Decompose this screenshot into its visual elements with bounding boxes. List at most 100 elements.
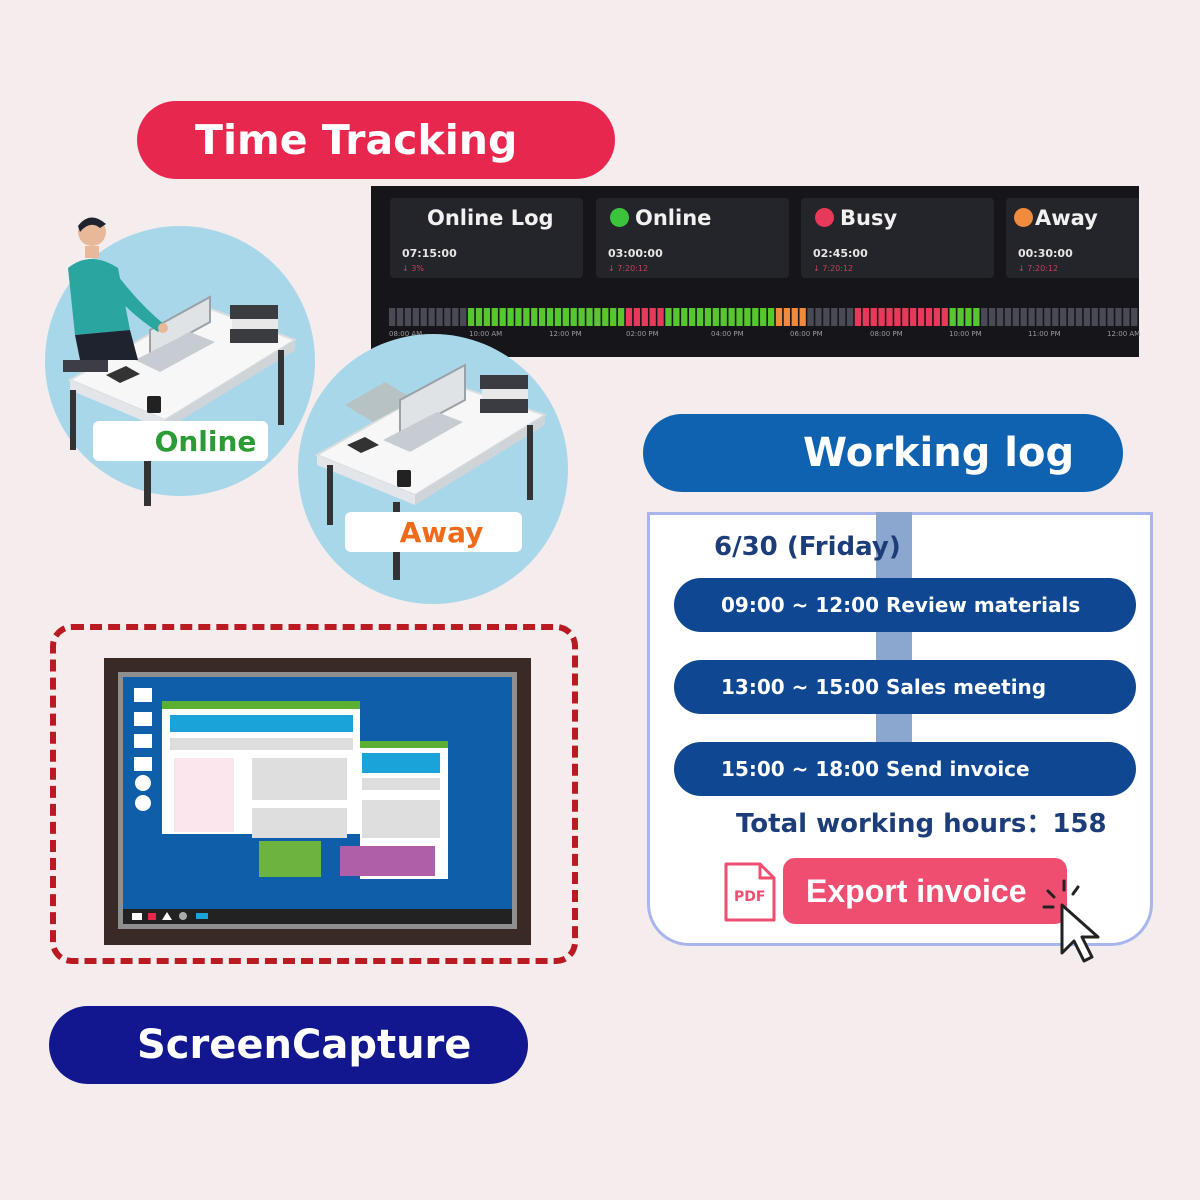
timeline-segment	[657, 308, 664, 326]
log-entry: 13:00 ~ 15:00 Sales meeting	[674, 660, 1136, 714]
timeline-segment	[483, 308, 491, 326]
card-change: ↓ 7:20:12	[813, 264, 854, 273]
timeline-segment	[736, 308, 743, 326]
time-label: 12:00 AM	[1107, 330, 1141, 338]
card-title: Online	[635, 206, 712, 230]
timeline-segment	[783, 308, 791, 326]
card-title-row: Away	[1014, 206, 1098, 230]
timeline-segment	[1123, 308, 1130, 326]
away-status-label: Away	[345, 512, 522, 552]
timeline-segment	[902, 308, 909, 326]
timeline-segment	[1107, 308, 1114, 326]
export-invoice-button[interactable]: Export invoice	[783, 858, 1067, 924]
timeline-segment	[878, 308, 885, 326]
timeline-segment	[1060, 308, 1067, 326]
timeline-segment	[546, 308, 554, 326]
log-entry-label: 09:00 ~ 12:00 Review materials	[721, 593, 1081, 617]
timeline-segment	[602, 308, 609, 326]
timeline-segment	[1091, 308, 1098, 326]
pdf-file-icon	[724, 862, 776, 922]
timeline-segment	[1099, 308, 1106, 326]
card-busy: Busy 02:45:00 ↓ 7:20:12	[801, 198, 994, 278]
timeline-segment	[681, 308, 688, 326]
timeline-segment	[791, 308, 798, 326]
card-time: 03:00:00	[608, 247, 663, 260]
timeline-segment	[1036, 308, 1043, 326]
timeline-segment	[586, 308, 593, 326]
timeline-segment	[389, 308, 396, 326]
log-entry: 15:00 ~ 18:00 Send invoice	[674, 742, 1136, 796]
timeline-segment	[917, 308, 925, 326]
card-title-row: Online	[610, 206, 711, 230]
screen-capture-title-text: ScreenCapture	[137, 1022, 472, 1068]
log-entry-label: 15:00 ~ 18:00 Send invoice	[721, 757, 1030, 781]
timeline-segment	[539, 308, 546, 326]
time-label: 10:00 AM	[469, 330, 503, 338]
timeline-segment	[846, 308, 854, 326]
timeline-segment	[404, 308, 412, 326]
timeline-segment	[562, 308, 569, 326]
busy-status-dot-icon	[815, 208, 834, 227]
timeline-segment	[396, 308, 404, 326]
time-label: 08:00 AM	[389, 330, 423, 338]
card-online-log: Online Log 07:15:00 ↓ 3%	[390, 198, 583, 278]
log-entry-label: 13:00 ~ 15:00 Sales meeting	[721, 675, 1047, 699]
timeline-segment	[617, 308, 625, 326]
online-status-label: Online	[93, 421, 268, 461]
timeline-segment	[823, 308, 830, 326]
timeline-segment	[894, 308, 901, 326]
timeline-segment	[760, 308, 767, 326]
empty-desk-illustration	[314, 363, 548, 580]
timeline-segment	[1052, 308, 1059, 326]
timeline-segment	[910, 308, 917, 326]
timeline-segment	[531, 308, 538, 326]
working-log-title: Working log	[643, 414, 1123, 492]
timeline-segment	[578, 308, 585, 326]
timeline-segment	[665, 308, 672, 326]
log-entry: 09:00 ~ 12:00 Review materials	[674, 578, 1136, 632]
pdf-label: PDF	[734, 889, 766, 905]
timeline-segment	[807, 308, 814, 326]
card-time: 07:15:00	[402, 247, 457, 260]
log-date: 6/30 (Friday)	[714, 532, 901, 562]
timeline-segment	[1075, 308, 1083, 326]
timeline-segment	[594, 308, 601, 326]
timeline-segment	[925, 308, 933, 326]
time-label: 04:00 PM	[711, 330, 744, 338]
timeline-segment	[554, 308, 562, 326]
timeline-segment	[854, 308, 862, 326]
timeline-segment	[839, 308, 846, 326]
card-title-row: Busy	[815, 206, 897, 230]
card-change: ↓ 3%	[402, 264, 424, 273]
online-status-text: Online	[154, 424, 257, 458]
time-label: 12:00 PM	[549, 330, 582, 338]
timeline-segment	[1115, 308, 1122, 326]
time-label: 08:00 PM	[870, 330, 903, 338]
timeline-segment	[491, 308, 498, 326]
timeline-segment	[831, 308, 838, 326]
timeline-segment	[523, 308, 530, 326]
timeline-segment	[862, 308, 869, 326]
timeline-segment	[507, 308, 514, 326]
card-change: ↓ 7:20:12	[1018, 264, 1059, 273]
timeline-segment	[965, 308, 972, 326]
card-title: Online Log	[427, 206, 554, 230]
timeline-segment	[1044, 308, 1051, 326]
timeline-segment	[1067, 308, 1075, 326]
timeline-segment	[460, 308, 467, 326]
time-label: 11:00 PM	[1028, 330, 1061, 338]
timeline-segment	[1028, 308, 1035, 326]
away-status-dot-icon	[1014, 208, 1033, 227]
screen-capture-title: ScreenCapture	[49, 1006, 528, 1084]
timeline-segment	[973, 308, 980, 326]
timeline-segment	[720, 308, 727, 326]
timeline-segment	[744, 308, 751, 326]
timeline-segment	[728, 308, 735, 326]
timeline-segment	[996, 308, 1004, 326]
card-away: Away 00:30:00 ↓ 7:20:12	[1006, 198, 1139, 278]
timeline-segment	[420, 308, 427, 326]
timeline-segment	[610, 308, 617, 326]
total-working-hours: Total working hours：158	[736, 809, 1107, 839]
timeline-segment	[499, 308, 506, 326]
timeline-segment	[981, 308, 988, 326]
